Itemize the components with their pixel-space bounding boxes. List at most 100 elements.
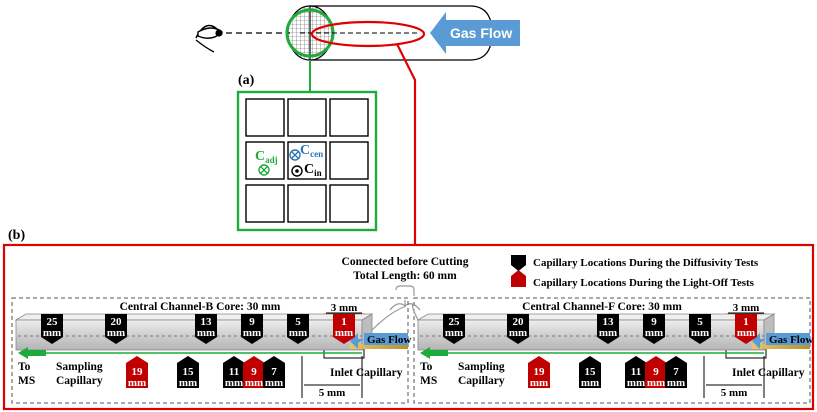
- core-top-face: [416, 313, 776, 321]
- tube-curve: [371, 305, 407, 331]
- c-in-symbol-icon: [291, 165, 303, 177]
- core-enclosure: [11, 297, 409, 404]
- legend-lightoff-label: Capillary Locations During the Light-Off…: [533, 277, 755, 289]
- sampling-arrow-icon: [420, 347, 430, 359]
- gas-flow-label: Gas Flow: [367, 334, 411, 346]
- top-marker-2-num: 20: [111, 316, 123, 328]
- top-marker-3-unit: mm: [599, 327, 617, 339]
- bottom-marker-1-unit: mm: [530, 377, 548, 389]
- legend-red-marker: [511, 270, 526, 287]
- core-body: [417, 319, 765, 351]
- bottom-marker-4: 9mm: [243, 356, 265, 389]
- top-marker-4-unit: mm: [243, 327, 261, 339]
- to-label: To: [18, 361, 31, 373]
- top-marker-5: 5mm: [689, 314, 711, 344]
- top-marker-5-num: 5: [295, 316, 301, 328]
- ms-label: MS: [18, 375, 35, 387]
- bottom-marker-2-num: 15: [183, 366, 195, 378]
- sampling-label-1: Sampling: [56, 361, 103, 373]
- bottom-marker-4-unit: mm: [647, 377, 665, 389]
- sampling-arrow-tail: [430, 350, 448, 356]
- top-marker-4: 9mm: [241, 314, 263, 344]
- bottom-marker-4-num: 9: [653, 366, 659, 378]
- bottom-marker-3-num: 11: [631, 366, 641, 378]
- bottom-marker-5-num: 7: [271, 366, 277, 378]
- top-marker-6-num: 1: [341, 316, 347, 328]
- bottom-marker-3-unit: mm: [627, 377, 645, 389]
- monolith-illustration: Gas Flow: [195, 5, 520, 262]
- gas-flow-arrow-body: [766, 333, 810, 345]
- top-marker-1-unit: mm: [43, 327, 61, 339]
- tube-curve: [411, 304, 419, 321]
- sampling-label-2: Capillary: [458, 375, 505, 387]
- ms-label: MS: [420, 375, 437, 387]
- top-marker-2-num: 20: [513, 316, 525, 328]
- top-marker-5-num: 5: [697, 316, 703, 328]
- core-body: [15, 319, 363, 351]
- sampling-label-2: Capillary: [56, 375, 103, 387]
- c-cen-label: Ccen: [300, 143, 323, 159]
- sampling-label-1: Sampling: [458, 361, 505, 373]
- top-marker-1-num: 25: [47, 316, 59, 328]
- dim-5mm-label: 5 mm: [319, 387, 346, 399]
- panel-b-label: (b): [8, 228, 25, 243]
- c-in-label: Cin: [304, 162, 322, 178]
- top-marker-6-unit: mm: [737, 327, 755, 339]
- bottom-marker-5: 7mm: [665, 356, 687, 389]
- top-marker-3-unit: mm: [197, 327, 215, 339]
- core-top-face: [14, 313, 374, 321]
- sampling-arrow-tail: [28, 350, 46, 356]
- bottom-marker-3-num: 11: [229, 366, 239, 378]
- gas-flow-arrowhead: [752, 333, 766, 349]
- sampling-arrow-icon: [18, 347, 28, 359]
- gas-flow-label: Gas Flow: [769, 334, 813, 346]
- top-marker-1-unit: mm: [445, 327, 463, 339]
- gas-flow-arrowhead: [350, 333, 364, 349]
- top-marker-6: 1mm: [333, 314, 355, 344]
- top-marker-4-num: 9: [249, 316, 255, 328]
- to-label: To: [420, 361, 433, 373]
- bottom-marker-3-unit: mm: [225, 377, 243, 389]
- c-adj-symbol-icon: [258, 164, 270, 176]
- legend-diffusivity-label: Capillary Locations During the Diffusivi…: [533, 257, 759, 269]
- panel-a-cell-grid: [236, 90, 378, 232]
- dim-3mm-label: 3 mm: [733, 302, 760, 314]
- c-cen-symbol-icon: [289, 149, 301, 161]
- top-marker-2-unit: mm: [107, 327, 125, 339]
- bottom-marker-5-num: 7: [673, 366, 679, 378]
- top-marker-3-num: 13: [201, 316, 213, 328]
- red-connector: [396, 43, 417, 262]
- core-enclosure: [413, 297, 811, 404]
- top-marker-6: 1mm: [735, 314, 757, 344]
- connected-line2: Total Length: 60 mm: [353, 270, 457, 282]
- top-marker-4-num: 9: [651, 316, 657, 328]
- bottom-marker-4-num: 9: [251, 366, 257, 378]
- c-adj-label: Cadj: [255, 149, 278, 165]
- top-marker-5-unit: mm: [691, 327, 709, 339]
- bottom-marker-2-unit: mm: [179, 377, 197, 389]
- bottom-marker-5: 7mm: [263, 356, 285, 389]
- gas-flow-arrow-body: [364, 333, 408, 345]
- eye-icon: [195, 24, 224, 53]
- top-marker-2-unit: mm: [509, 327, 527, 339]
- bottom-marker-4: 9mm: [645, 356, 667, 389]
- panel-a-label: (a): [238, 73, 255, 88]
- top-marker-6-num: 1: [743, 316, 749, 328]
- bottom-marker-1-num: 19: [534, 366, 546, 378]
- inlet-label: Inlet Capillary: [732, 367, 805, 379]
- inlet-capillary: [350, 344, 408, 349]
- core-title: Central Channel-F Core: 30 mm: [522, 301, 682, 313]
- bottom-marker-1-unit: mm: [128, 377, 146, 389]
- top-marker-5-unit: mm: [289, 327, 307, 339]
